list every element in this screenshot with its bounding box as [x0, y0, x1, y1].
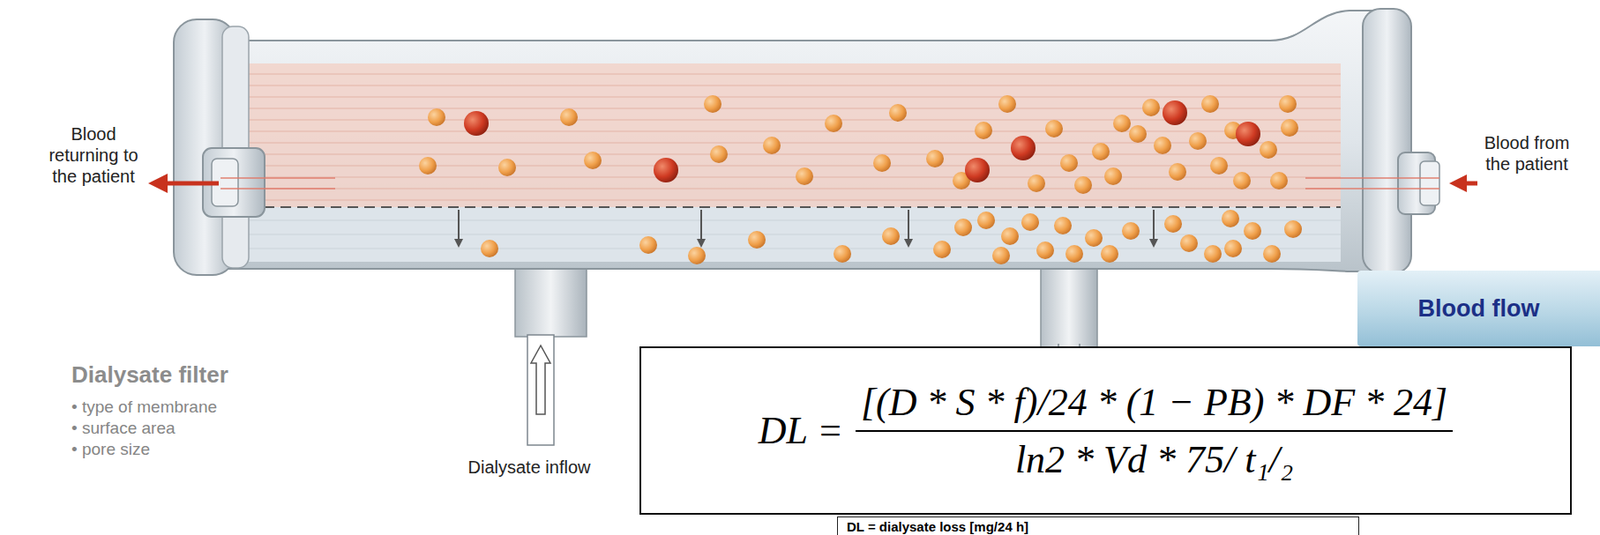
blood-flow-box: Blood flow [1357, 270, 1600, 347]
large-solute [463, 100, 1261, 183]
formula-lhs: DL = [758, 408, 844, 454]
box-title: Blood flow [1418, 295, 1541, 323]
numerator: [(D * S * f)/24 * (1 − PB) * DF * 24] [855, 380, 1453, 433]
bullet-item: • surface area [71, 418, 337, 440]
diffusion-arrow [458, 209, 1154, 244]
section-heading: Dialysate filter [71, 361, 337, 389]
port-label: Blood returning to the patient [44, 123, 143, 187]
fraction: [(D * S * f)/24 * (1 − PB) * DF * 24]ln2… [855, 380, 1453, 483]
end-cap [173, 8, 1440, 276]
denominator: ln2 * Vd * 75/ t₁/₂ [1009, 432, 1299, 483]
definition-text: DL = dialysate loss [mg/24 h] [846, 519, 1350, 535]
port-label: Dialysate inflow [445, 456, 614, 479]
definition-box: DL = dialysate loss [mg/24 h] [837, 516, 1360, 535]
formula-box: DL =[(D * S * f)/24 * (1 − PB) * DF * 24… [639, 346, 1572, 516]
dialyzer-body [220, 10, 1381, 272]
bullet-item: • type of membrane [71, 397, 337, 419]
small-solute [418, 95, 1302, 265]
bullet-item: • pore size [71, 440, 337, 461]
port-label: Blood from the patient [1483, 132, 1571, 175]
